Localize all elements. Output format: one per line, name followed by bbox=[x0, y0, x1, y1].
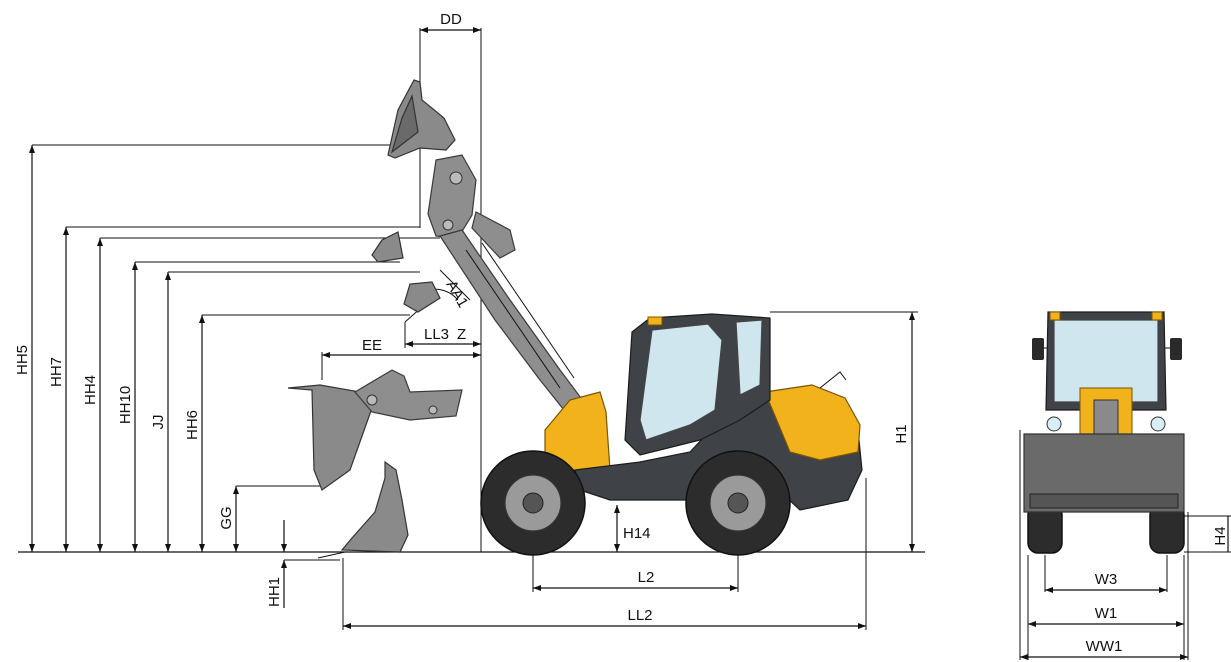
bucket-ground bbox=[340, 460, 409, 553]
dim-label-h4: H4 bbox=[1212, 526, 1229, 545]
ee-dimension bbox=[321, 352, 481, 380]
height-dimension-lines bbox=[29, 144, 440, 608]
telescopic-boom bbox=[439, 229, 591, 421]
arm-head-raised bbox=[427, 154, 477, 239]
ll2-dimension bbox=[342, 478, 867, 630]
dim-label-hh6: HH6 bbox=[184, 410, 201, 440]
loader-front-view bbox=[1023, 311, 1185, 554]
dim-label-gg: GG bbox=[218, 506, 235, 529]
dim-label-hh5: HH5 bbox=[14, 345, 31, 375]
dim-label-h14: H14 bbox=[623, 525, 651, 542]
dim-label-hh4: HH4 bbox=[82, 375, 99, 405]
bucket-lowered bbox=[287, 384, 373, 491]
w1-dimension bbox=[1027, 555, 1185, 660]
loader-rear-hood bbox=[764, 384, 861, 461]
rear-wheel bbox=[685, 450, 791, 556]
h1-dimension bbox=[770, 311, 918, 552]
h4-dimension bbox=[1184, 515, 1231, 553]
dim-label-aa1: AA1 bbox=[443, 278, 472, 311]
cab-front-window bbox=[639, 323, 723, 441]
dim-label-hh1: HH1 bbox=[266, 577, 283, 607]
h14-dimension bbox=[614, 505, 620, 552]
l2-dimension bbox=[532, 555, 739, 592]
dim-label-w3: W3 bbox=[1095, 571, 1118, 588]
dim-label-l2: L2 bbox=[638, 569, 655, 586]
dim-label-h1: H1 bbox=[893, 424, 910, 443]
front-wheel bbox=[480, 450, 586, 556]
dim-label-jj: JJ bbox=[150, 415, 167, 430]
dim-label-ee: EE bbox=[362, 337, 382, 354]
bucket-mid-level bbox=[371, 231, 404, 263]
ww1-dimension bbox=[1019, 430, 1189, 660]
dim-label-dd: DD bbox=[440, 11, 462, 28]
dim-label-w1: W1 bbox=[1095, 605, 1118, 622]
dim-label-ww1: WW1 bbox=[1086, 638, 1123, 655]
dim-label-hh10: HH10 bbox=[117, 386, 134, 424]
dim-label-hh7: HH7 bbox=[48, 357, 65, 387]
dim-label-ll3: LL3 bbox=[424, 326, 449, 343]
w3-dimension bbox=[1044, 555, 1168, 593]
cab-rear-window bbox=[735, 319, 763, 396]
cab-roof-light bbox=[647, 316, 663, 326]
bucket-jj-level bbox=[403, 281, 441, 313]
dim-label-z: Z bbox=[457, 326, 466, 343]
dim-label-ll2: LL2 bbox=[627, 607, 652, 624]
